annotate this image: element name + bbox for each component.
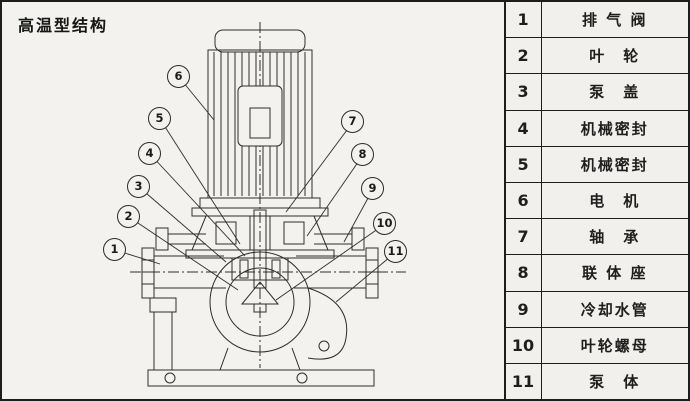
table-row: 6 电 机 — [505, 182, 688, 220]
part-name: 电 机 — [589, 192, 641, 211]
pump-drawing — [114, 22, 406, 387]
table-row: 8 联 体 座 — [505, 255, 688, 292]
part-name: 泵 体 — [589, 372, 641, 391]
callout-4: 4 — [138, 142, 161, 165]
part-number: 11 — [506, 363, 542, 399]
callout-5: 5 — [148, 107, 171, 130]
part-number: 1 — [506, 2, 542, 38]
callout-10: 10 — [373, 212, 396, 235]
part-name: 机械密封 — [580, 119, 649, 138]
callout-8: 8 — [351, 143, 374, 166]
part-name: 联 体 座 — [582, 264, 648, 283]
part-number: 9 — [506, 291, 542, 327]
callout-9: 9 — [361, 177, 384, 200]
base — [147, 297, 375, 387]
table-row: 3 泵 盖 — [505, 74, 688, 111]
table-row: 10 叶轮螺母 — [505, 327, 688, 364]
part-number: 7 — [506, 219, 542, 255]
right-flange — [294, 247, 379, 299]
table-row: 11 泵 体 — [506, 363, 688, 399]
table-row: 7 轴 承 — [505, 219, 688, 256]
part-name: 排 气 阀 — [582, 11, 648, 30]
callout-2: 2 — [117, 205, 140, 228]
table-row: 2 叶 轮 — [505, 38, 688, 75]
pump-casing — [209, 251, 348, 360]
cooling-pipe-left — [155, 227, 206, 251]
left-flange — [141, 247, 226, 299]
part-number: 4 — [506, 110, 542, 146]
part-name: 叶 轮 — [589, 47, 641, 66]
part-number: 10 — [506, 327, 542, 363]
part-number: 6 — [506, 182, 542, 219]
part-name: 泵 盖 — [589, 83, 641, 102]
part-name: 机械密封 — [580, 155, 649, 174]
diagram-area: 高温型结构 1 2 3 4 5 6 7 8 9 10 11 — [2, 2, 504, 399]
table-row: 9 冷却水管 — [505, 291, 688, 328]
table-row: 5 机械密封 — [505, 146, 688, 183]
table-row: 1 排 气 阀 — [505, 2, 688, 39]
part-number: 5 — [506, 146, 542, 182]
callout-3: 3 — [127, 175, 150, 198]
part-number: 2 — [506, 38, 542, 74]
parts-table: 1 排 气 阀 2 叶 轮 3 泵 盖 4 机械密封 5 机械密封 6 电 机 … — [503, 2, 688, 399]
callout-11: 11 — [384, 240, 407, 263]
part-number: 8 — [506, 255, 542, 291]
part-name: 叶轮螺母 — [580, 336, 649, 355]
part-name: 冷却水管 — [580, 300, 649, 319]
part-number: 3 — [506, 74, 542, 110]
callout-1: 1 — [103, 238, 126, 261]
impeller — [240, 281, 280, 313]
callout-6: 6 — [167, 65, 190, 88]
callout-7: 7 — [341, 110, 364, 133]
part-name: 轴 承 — [589, 228, 641, 247]
table-row: 4 机械密封 — [505, 110, 688, 147]
cooling-pipe-right — [314, 227, 365, 251]
shaft-and-seals — [231, 209, 289, 289]
diagram-title: 高温型结构 — [18, 16, 109, 35]
